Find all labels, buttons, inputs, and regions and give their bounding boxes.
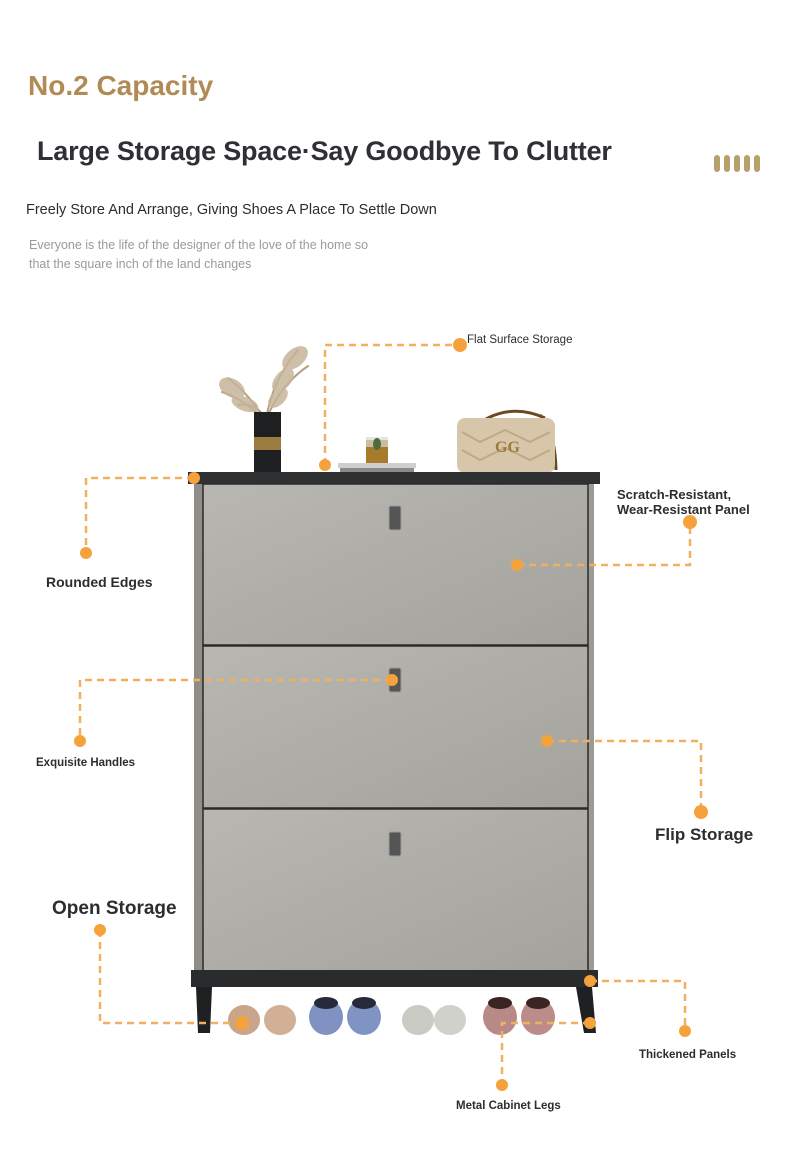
shoe-pair-blue [309, 997, 381, 1035]
dot-open [94, 924, 106, 936]
callout-metal-cabinet-legs: Metal Cabinet Legs [456, 1100, 561, 1112]
dot-flip [541, 735, 553, 747]
handle-1[interactable] [388, 505, 402, 531]
dot-thickened [584, 975, 596, 987]
svg-text:GG: GG [495, 439, 520, 456]
decor-bar [734, 155, 740, 172]
dot-legs [584, 1017, 596, 1029]
decor-bar [714, 155, 720, 172]
callout-exquisite-handles: Exquisite Handles [36, 757, 136, 769]
cabinet-top [188, 472, 600, 484]
handle-3[interactable] [388, 831, 402, 857]
body-line-1: Everyone is the life of the designer of … [29, 238, 369, 252]
dot-flat-surface [453, 338, 467, 352]
decor-bars [714, 155, 760, 172]
callout-open-storage: Open Storage [52, 898, 177, 919]
books-decor [338, 437, 416, 472]
shoe-pair-pink [483, 997, 555, 1035]
decor-bar [754, 155, 760, 172]
subheadline: Freely Store And Arrange, Giving Shoes A… [26, 202, 437, 218]
callout-scratch-resistant: Scratch-Resistant, Wear-Resistant Panel [617, 487, 750, 517]
cabinet-base [191, 970, 598, 987]
shoe-pair-grey [402, 1005, 466, 1035]
decor-bar [744, 155, 750, 172]
callout-rounded-edges: Rounded Edges [46, 574, 153, 590]
body-line-2: that the square inch of the land changes [29, 257, 252, 271]
dot-scratch [683, 515, 697, 529]
body-text: Everyone is the life of the designer of … [29, 236, 389, 274]
callout-flip-storage: Flip Storage [655, 825, 754, 844]
headline: Large Storage Space·Say Goodbye To Clutt… [37, 136, 612, 166]
shoe-cabinet [188, 472, 600, 1033]
callout-thickened-panels: Thickened Panels [639, 1049, 737, 1061]
dot-rounded-edges [188, 472, 200, 484]
handbag-decor: GG [457, 409, 558, 473]
callout-dots [74, 338, 708, 1091]
shoes [228, 997, 555, 1035]
callout-flat-surface-storage: Flat Surface Storage [467, 334, 573, 346]
leader-lines [78, 343, 703, 1085]
callout-scratch-line-1: Scratch-Resistant, [617, 487, 732, 502]
leg-left [196, 987, 212, 1033]
dot-handles [386, 674, 398, 686]
section-eyebrow: No.2 Capacity [28, 70, 214, 101]
vase-decor [219, 346, 309, 473]
decor-bar [724, 155, 730, 172]
callout-scratch-line-2: Wear-Resistant Panel [617, 502, 750, 517]
